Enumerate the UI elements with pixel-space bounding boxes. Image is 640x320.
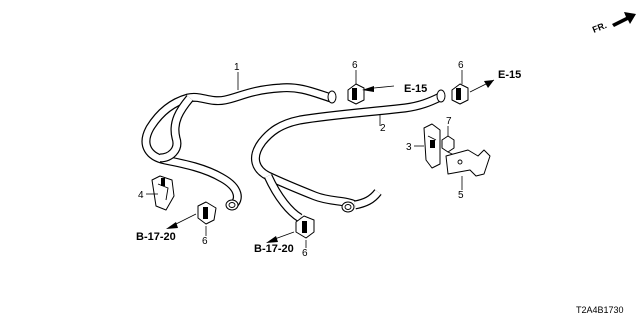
hose-clamp-6-top-center (347, 83, 365, 105)
callout-3: 3 (406, 142, 412, 153)
hose-clip-4 (151, 175, 175, 211)
reference-b1720-right: B-17-20 (254, 243, 294, 255)
reference-e15-left: E-15 (404, 83, 427, 95)
front-direction-indicator: FR. (591, 12, 636, 35)
callout-1: 1 (234, 62, 240, 73)
hose-clamp-6-top-right (451, 83, 469, 105)
callout-2: 2 (380, 123, 386, 134)
reference-b1720-left: B-17-20 (136, 231, 176, 243)
hose-clamp-6-lower-left (197, 201, 217, 225)
callout-6-top-right: 6 (458, 60, 464, 71)
bracket-5 (445, 149, 491, 177)
callout-6-lower-left: 6 (202, 236, 208, 247)
callout-6-top-center: 6 (352, 60, 358, 71)
hose-1 (141, 83, 337, 211)
diagram-code: T2A4B1730 (576, 305, 624, 315)
front-direction-label: FR. (591, 20, 608, 35)
callout-4: 4 (138, 190, 144, 201)
hose-2 (250, 89, 446, 222)
reference-e15-right: E-15 (498, 69, 521, 81)
hose-clamp-6-lower-center (295, 215, 315, 239)
front-arrow-icon (612, 12, 636, 27)
callout-5: 5 (458, 190, 464, 201)
callout-6-lower-center: 6 (302, 248, 308, 259)
callout-7: 7 (446, 116, 452, 127)
hose-clip-3 (423, 123, 441, 169)
